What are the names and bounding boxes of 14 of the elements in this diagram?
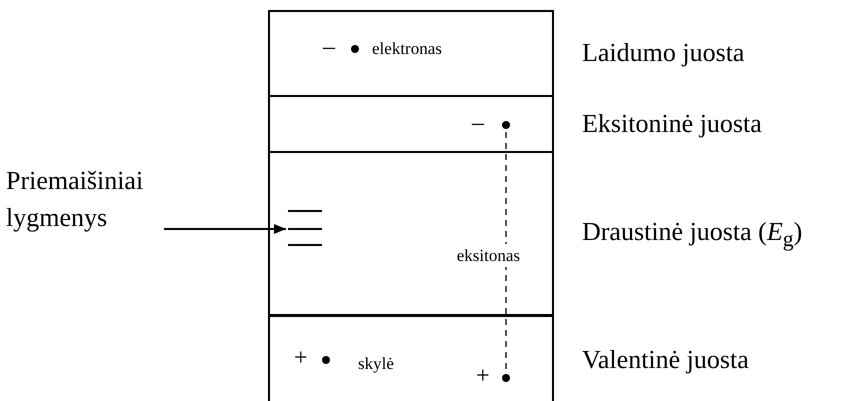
particle-label: skylė: [358, 355, 394, 372]
band-label: Eksitoninė juosta: [582, 111, 762, 137]
charge-sign: –: [472, 111, 484, 135]
particle-label: elektronas: [372, 40, 442, 57]
dashed-line: [505, 132, 507, 371]
charge-sign: +: [294, 346, 308, 370]
band-label: Valentinė juosta: [582, 347, 749, 373]
charge-sign: –: [323, 35, 335, 59]
arrow: [164, 224, 286, 234]
charge-sign: +: [476, 364, 490, 388]
band-label: Laidumo juosta: [582, 40, 744, 66]
edge-label: eksitonas: [456, 244, 520, 266]
band-label: Draustinė juosta (E$_{g}$): [582, 219, 802, 251]
callout-text: Priemaišiniai lygmenys: [6, 165, 144, 234]
